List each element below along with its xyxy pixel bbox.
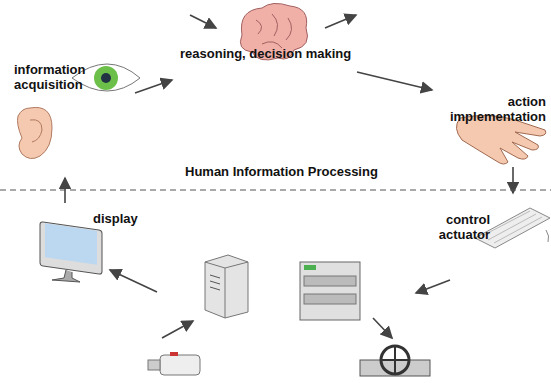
stage-label: reasoning, decision making bbox=[180, 46, 380, 61]
valve-icon bbox=[360, 346, 430, 376]
sensor-icon bbox=[148, 352, 200, 375]
section-title: Human Information Processing bbox=[183, 164, 380, 179]
plc-icon bbox=[300, 262, 360, 320]
monitor-icon bbox=[40, 222, 102, 282]
component-label: control actuator bbox=[420, 212, 490, 242]
divider-line bbox=[0, 190, 551, 191]
stage-label: information acquisition bbox=[14, 62, 104, 92]
server-icon bbox=[205, 255, 248, 318]
flow-arrows bbox=[65, 15, 513, 338]
component-label: display bbox=[93, 211, 163, 226]
ear-icon bbox=[18, 107, 53, 158]
stage-label: action implementation bbox=[448, 94, 546, 124]
